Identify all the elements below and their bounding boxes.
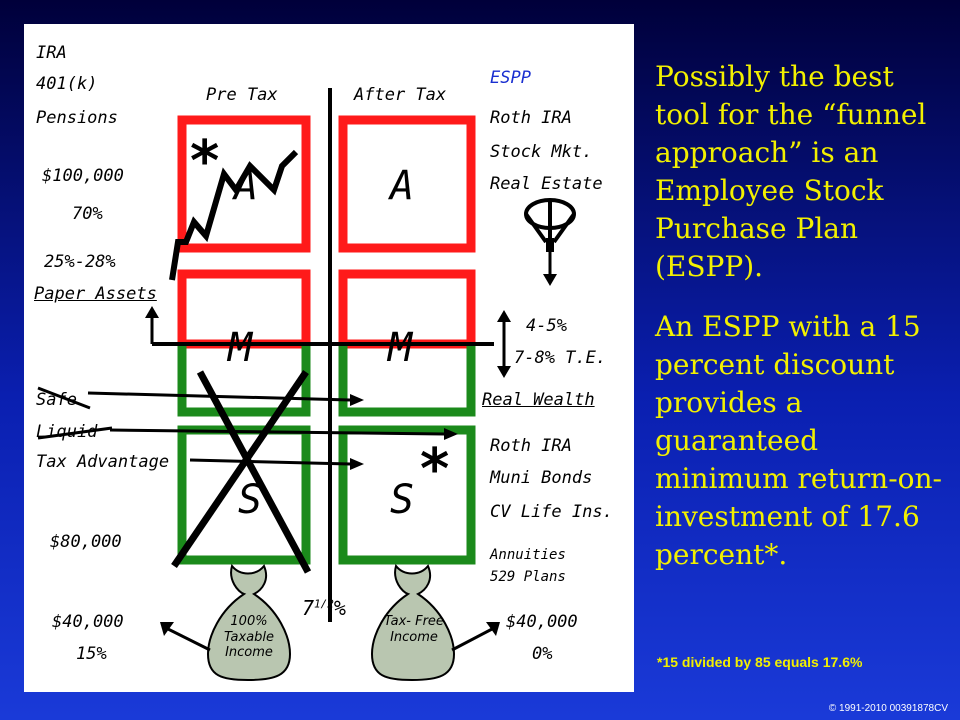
label-percent-bottom-left: 15%: [76, 644, 107, 664]
footnote: *15 divided by 85 equals 17.6%: [657, 654, 863, 670]
star-aftertax-s: *: [420, 437, 450, 502]
label-amount-mid: $80,000: [50, 532, 122, 552]
label-percent-top: 70%: [72, 204, 103, 224]
star-pretax-a: *: [190, 129, 220, 194]
label-529: 529 Plans: [490, 569, 566, 585]
label-seven-half-percent: 71/2%: [302, 596, 346, 620]
box-aftertax-a: [338, 115, 476, 253]
label-paper-assets: Paper Assets: [34, 284, 157, 304]
side-paragraph-1: Possibly the best tool for the “funnel a…: [655, 60, 927, 283]
label-real-estate: Real Estate: [490, 174, 603, 194]
box-aftertax-s: [338, 425, 476, 565]
letter-a-pretax: A: [234, 163, 259, 209]
letter-s-aftertax: S: [390, 477, 415, 523]
arrow-safe: [87, 391, 351, 402]
copyright: © 1991-2010 00391878CV: [828, 703, 948, 714]
box-aftertax-m-bottom: [338, 344, 476, 417]
label-roth-ira-bottom: Roth IRA: [490, 436, 572, 456]
letter-m-aftertax: M: [388, 325, 413, 371]
label-stock-mkt: Stock Mkt.: [490, 142, 593, 162]
money-bag-right-icon: [370, 563, 456, 682]
funnel-icon: [524, 198, 576, 286]
diagram-panel: IRA 401(k) Pensions $100,000 70% 25%-28%…: [24, 24, 634, 692]
label-liquid: Liquid: [36, 422, 98, 442]
bag-right-label: Tax- Free Income: [384, 614, 444, 645]
arrow-tax: [189, 458, 351, 466]
label-muni-bonds: Muni Bonds: [490, 468, 593, 488]
label-espp: ESPP: [490, 68, 531, 88]
big-x-line-2: [171, 370, 309, 568]
diagram-graphics: [37, 88, 576, 682]
label-amount-top: $100,000: [42, 166, 124, 186]
arrow-liquid: [109, 428, 445, 436]
label-amount-bottom-left: $40,000: [52, 612, 124, 632]
label-ira: IRA: [36, 43, 67, 63]
side-text: Possibly the best tool for the “funnel a…: [655, 58, 950, 596]
label-annuities: Annuities: [490, 547, 566, 563]
stock-zigzag: [169, 149, 299, 281]
label-real-wealth: Real Wealth: [482, 390, 595, 410]
label-safe: Safe: [36, 390, 77, 410]
letter-a-aftertax: A: [390, 163, 415, 209]
label-cv-life: CV Life Ins.: [490, 502, 613, 522]
label-401k: 401(k): [36, 74, 98, 94]
label-tax-advantage: Tax Advantage: [36, 452, 170, 472]
header-pre-tax: Pre Tax: [206, 85, 278, 105]
label-rate-2: 7-8% T.E.: [514, 348, 607, 368]
label-rate-1: 4-5%: [526, 316, 567, 336]
big-x-line-1: [196, 370, 312, 574]
label-roth-ira-top: Roth IRA: [490, 108, 572, 128]
bag-left-label: 100% Taxable Income: [223, 614, 275, 661]
label-tax-range: 25%-28%: [44, 252, 116, 272]
money-bag-left-icon: [206, 563, 292, 682]
header-after-tax: After Tax: [354, 85, 447, 105]
letter-m-pretax: M: [228, 325, 253, 371]
label-percent-bottom-right: 0%: [532, 644, 553, 664]
label-amount-bottom-right: $40,000: [506, 612, 578, 632]
letter-s-pretax: S: [238, 477, 263, 523]
side-paragraph-2: An ESPP with a 15 percent discount provi…: [655, 310, 942, 571]
box-pretax-s: [177, 425, 311, 565]
label-pensions: Pensions: [36, 108, 118, 128]
box-pretax-a: [177, 115, 311, 253]
